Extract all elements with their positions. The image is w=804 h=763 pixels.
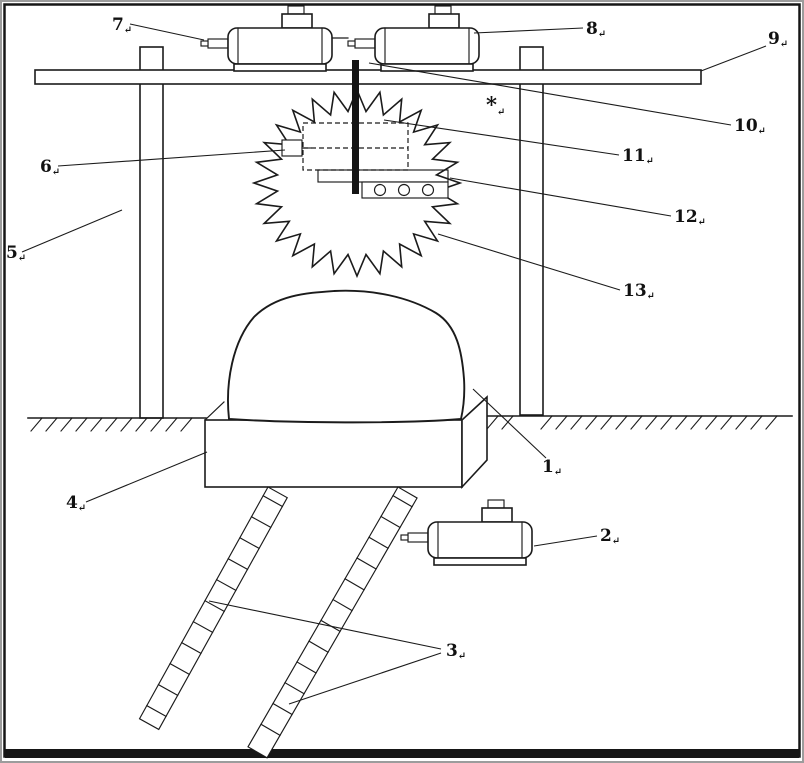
- ground-hatch-right-b: [540, 415, 778, 430]
- figure-labels: 7↵ 8↵ 9↵ 10↵ 11↵ 12↵ 13↵ 6↵ 5↵ 4↵ 1↵ 2↵ …: [6, 15, 788, 662]
- roller-1: [373, 183, 387, 197]
- base-box: [204, 395, 488, 490]
- roller-3: [421, 183, 435, 197]
- label-8: 8↵: [586, 19, 606, 40]
- leader-9: [700, 45, 767, 72]
- leader-5: [21, 209, 123, 253]
- leader-8: [473, 27, 584, 34]
- leader-7: [129, 23, 205, 41]
- label-10: 10↵: [734, 116, 766, 137]
- label-4: 4↵: [66, 493, 86, 514]
- label-7: 7↵: [112, 15, 132, 36]
- ladder-right: [247, 486, 418, 759]
- label-9: 9↵: [768, 29, 788, 50]
- leader-12: [449, 177, 672, 217]
- label-3: 3↵: [446, 641, 466, 662]
- ladder-right-rungs: [260, 494, 413, 737]
- ground: [27, 415, 793, 432]
- label-2: 2↵: [600, 526, 620, 547]
- motor-left: [200, 5, 333, 72]
- ground-hatch-left: [30, 417, 193, 432]
- mound: [227, 289, 466, 424]
- leader-3b: [288, 652, 442, 705]
- leader-11: [383, 119, 620, 156]
- ladder-left-rungs: [146, 494, 284, 718]
- right-post: [519, 46, 544, 416]
- leader-3a: [208, 600, 442, 650]
- label-12: 12↵: [674, 207, 706, 228]
- leader-2: [533, 535, 598, 547]
- drive-shaft: [352, 60, 359, 194]
- leader-6: [57, 149, 286, 167]
- label-5: 5↵: [6, 243, 26, 264]
- roller-bracket: [317, 169, 449, 199]
- side-block: [281, 139, 312, 157]
- ground-hatch-right-a: [486, 415, 514, 430]
- top-beam: [34, 69, 702, 85]
- label-1: 1↵: [542, 457, 562, 478]
- leader-1: [472, 388, 547, 459]
- leader-4: [85, 451, 208, 503]
- leader-10: [368, 62, 732, 126]
- leader-lines: [21, 23, 767, 705]
- ladder-left: [138, 486, 289, 731]
- bottom-scan-band: [5, 749, 799, 758]
- motor-right: [347, 5, 480, 72]
- label-star: *↵: [486, 92, 505, 118]
- roller-2: [397, 183, 411, 197]
- leader-13: [437, 233, 621, 291]
- left-post: [139, 46, 164, 419]
- label-13: 13↵: [623, 281, 655, 302]
- label-6: 6↵: [40, 157, 60, 178]
- label-11: 11↵: [622, 146, 654, 167]
- motor-bottom: [400, 499, 533, 566]
